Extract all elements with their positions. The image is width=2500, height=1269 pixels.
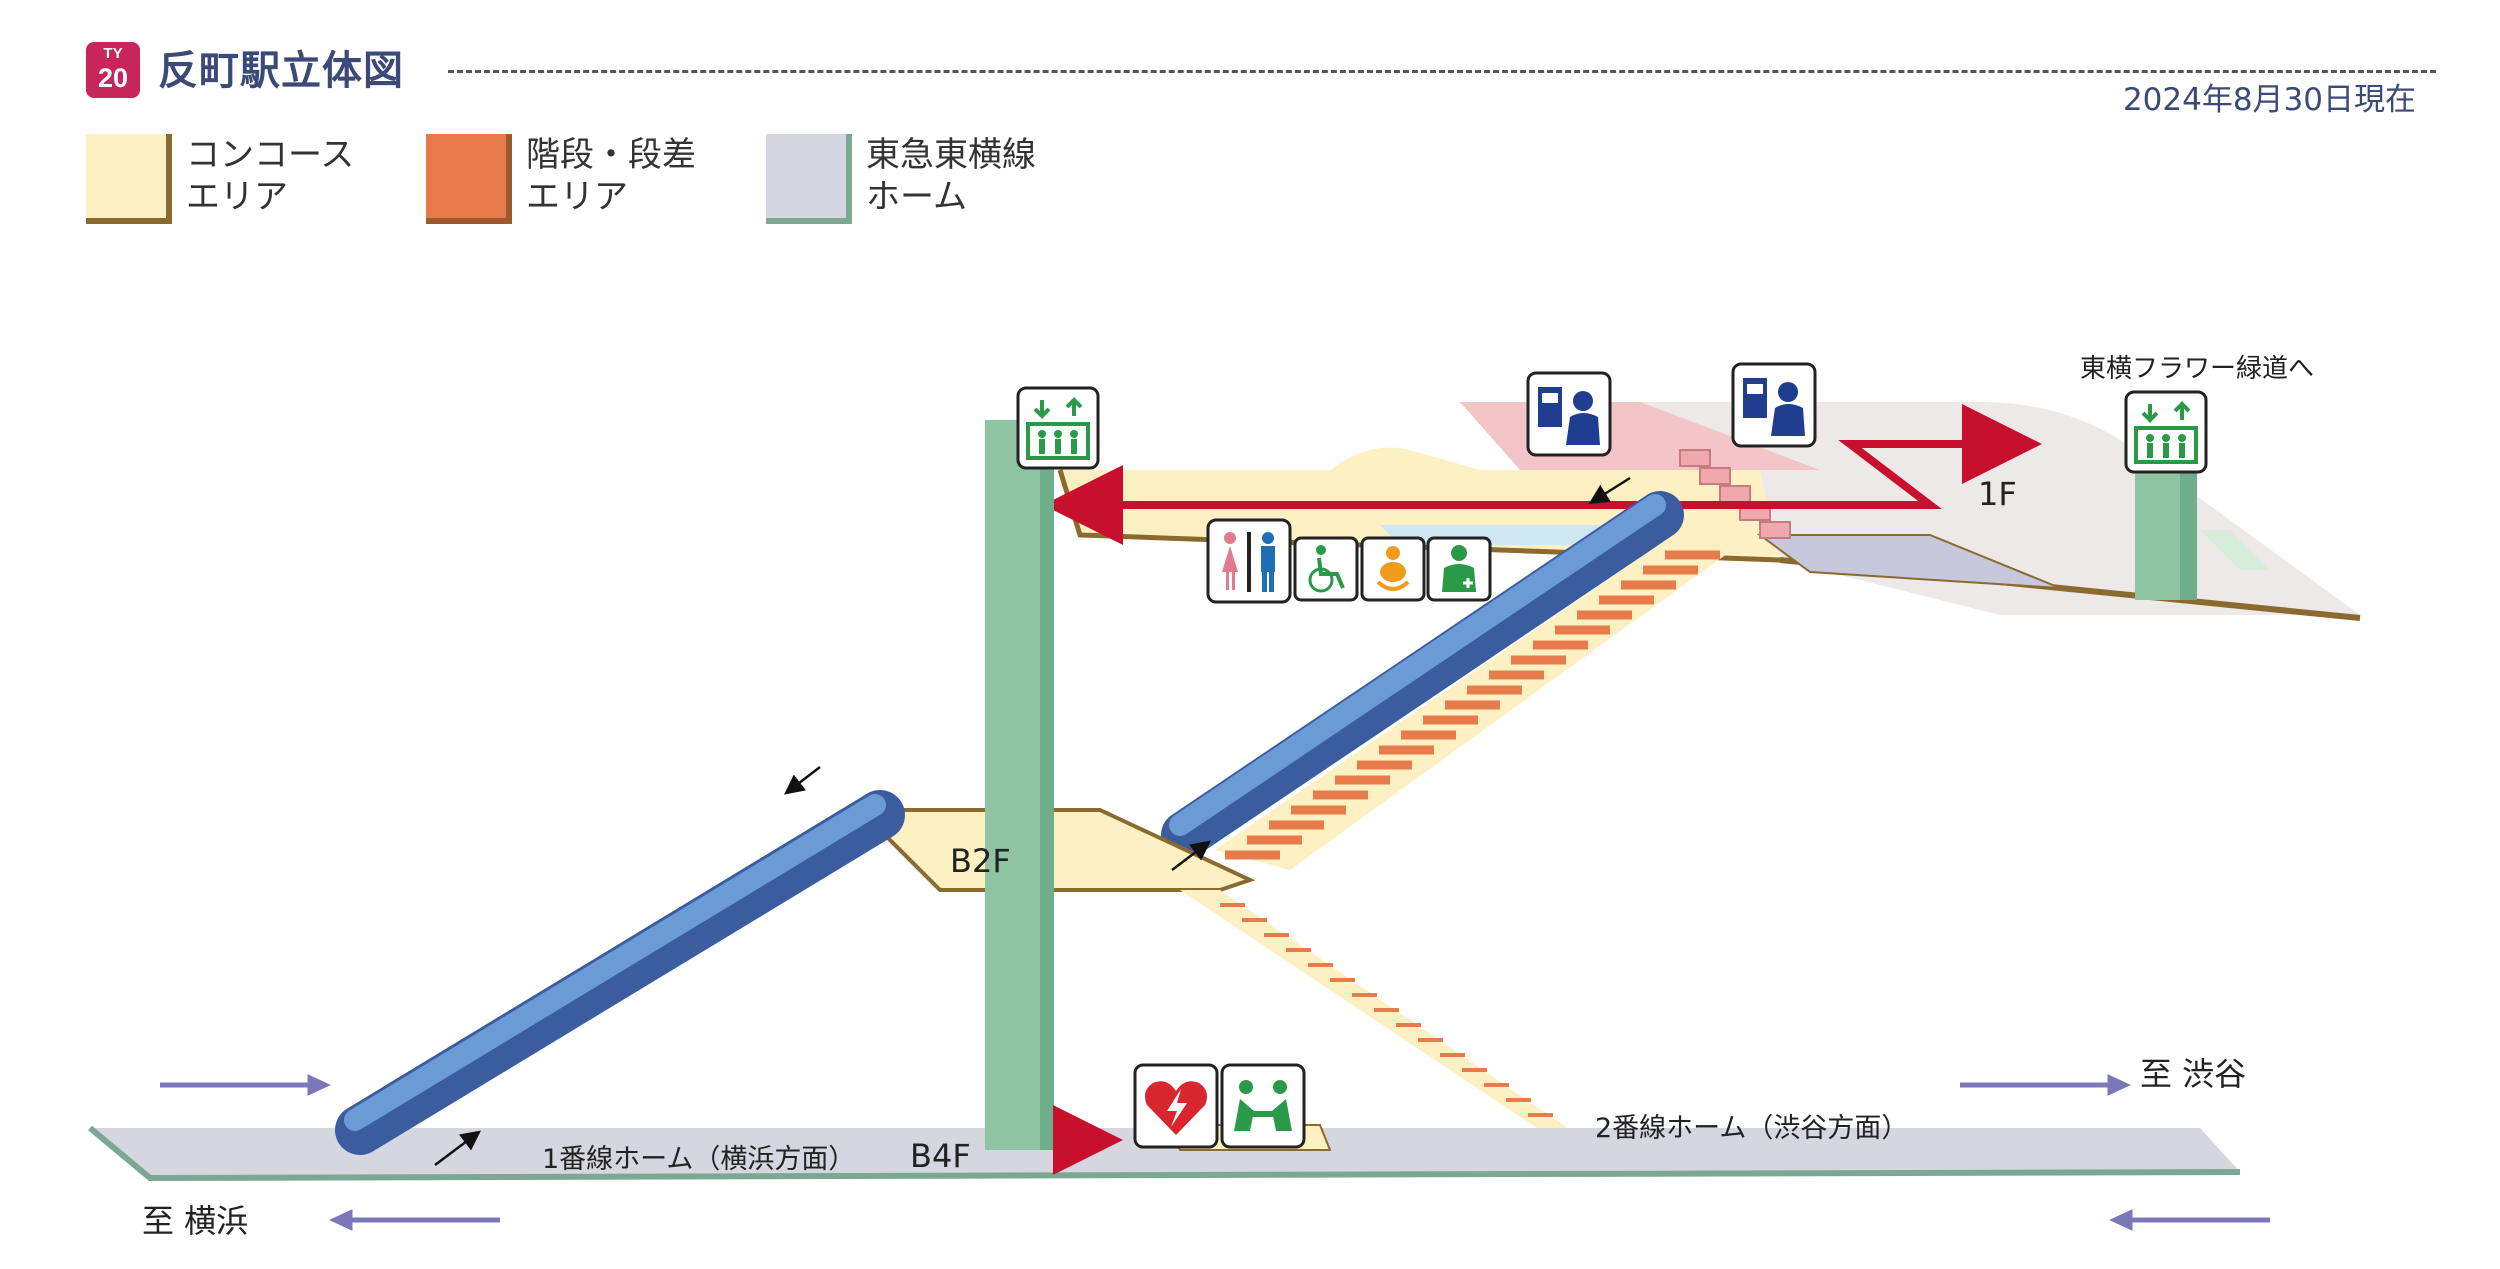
platform-2-label: 2番線ホーム（渋谷方面）: [1595, 1113, 1908, 1144]
direction-yokohama-label: 至 横浜: [142, 1202, 248, 1240]
header-divider: [448, 70, 2436, 73]
legend-label-line2: エリア: [186, 177, 288, 217]
stairs-b2f-b4f: [1180, 890, 1600, 1150]
elevator-shaft-main: [985, 420, 1054, 1150]
legend-label-line1: コンコース: [186, 135, 355, 175]
floor-label-b2f: B2F: [950, 842, 1011, 880]
platform-direction-arrows: [160, 1074, 2270, 1231]
legend-label-line2: エリア: [526, 177, 628, 217]
platform-1-label: 1番線ホーム（横浜方面）: [542, 1144, 855, 1175]
flower-path-label: 東横フラワー緑道へ: [2080, 354, 2314, 384]
legend-swatch-platform: [766, 134, 852, 224]
ostomate-icon: [1426, 536, 1492, 602]
stairs-1f-b2f: [1215, 530, 1760, 870]
legend-label-line2: ホーム: [866, 177, 967, 217]
station-number: 20: [97, 63, 129, 93]
elevator-icon: [1016, 386, 1100, 470]
line-code: TY: [103, 45, 123, 62]
escalator-direction-arrows: [434, 476, 1631, 1166]
right-level-area: [1756, 534, 2061, 589]
direction-shibuya-label: 至 渋谷: [2140, 1055, 2246, 1093]
route-arrow-1f: [1043, 440, 2010, 545]
accessible-toilet-icon: [1293, 536, 1359, 602]
ticket-machine-icon: [1526, 371, 1612, 457]
concourse-b2f: [855, 808, 1256, 892]
legend-swatch-concourse: [86, 134, 172, 224]
page-title: 反町駅立体図: [158, 48, 404, 94]
station-number-badge: TY 20: [86, 42, 140, 98]
date-stamp: 2024年8月30日現在: [2122, 82, 2416, 118]
ticket-machine-icon: [1731, 362, 1817, 448]
floor-label-1f: 1F: [1978, 475, 2017, 513]
legend-label-line1: 階段・段差: [526, 135, 696, 175]
restroom-icon: [1206, 518, 1292, 604]
header: TY 20 反町駅立体図 2024年8月30日現在: [86, 38, 2436, 118]
elevator-icon: [2124, 390, 2208, 474]
platform-b4f: [90, 1128, 2240, 1178]
floor-label-b4f: B4F: [910, 1137, 971, 1175]
escalator-1f-b2f: [1161, 491, 1684, 859]
baby-care-icon: [1360, 536, 1426, 602]
legend-label-line1: 東急東横線: [866, 135, 1036, 175]
escalator-b2f-b4f: [335, 790, 905, 1155]
gate-steps: [1679, 449, 1791, 539]
flower-path-area: [2200, 530, 2270, 570]
waiting-area-icon: [1220, 1063, 1306, 1149]
legend-swatch-stairs: [426, 134, 512, 224]
aed-icon: [1133, 1063, 1219, 1149]
